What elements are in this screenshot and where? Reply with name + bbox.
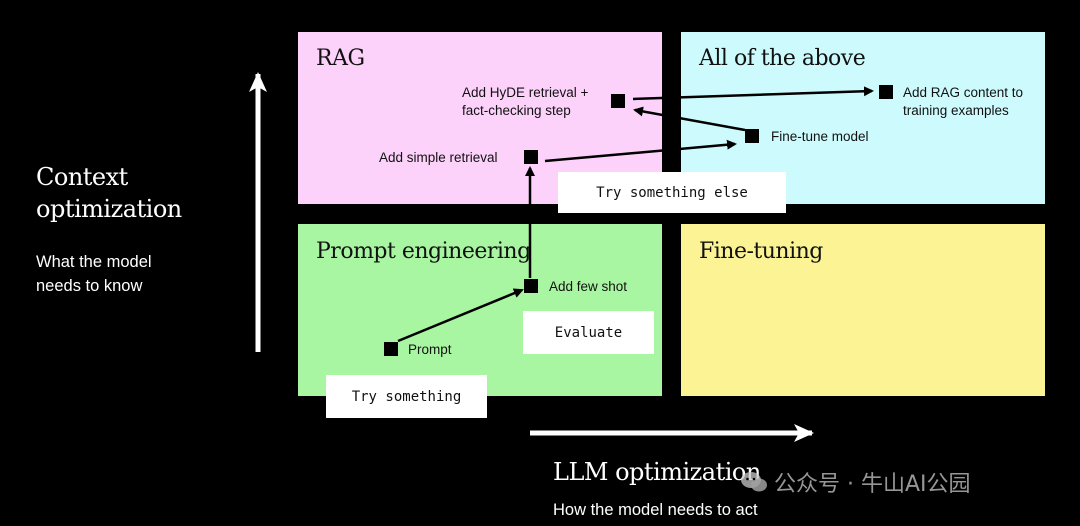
node-few-shot (524, 279, 538, 293)
y-axis-title: Context optimization (36, 161, 236, 225)
try-something-else-box: Try something else (558, 172, 786, 213)
arrow-hyde-to-rag-content (632, 86, 874, 101)
rag-content-label: Add RAG content to training examples (903, 84, 1023, 120)
rag-title: RAG (316, 46, 365, 71)
x-axis-subtitle: How the model needs to act (553, 501, 758, 519)
node-simple-retrieval (524, 150, 538, 164)
rag-content-label-line1: Add RAG content to (903, 85, 1024, 100)
few-shot-label: Add few shot (549, 279, 628, 294)
y-axis-subtitle-line2: needs to know (36, 277, 143, 295)
fine-tuning-title: Fine-tuning (699, 239, 823, 264)
watermark: 公众号 · 牛山AI公园 (740, 466, 971, 498)
x-axis-title: LLM optimization (553, 458, 761, 486)
hyde-label: Add HyDE retrieval + fact-checking step (462, 84, 588, 120)
hyde-label-line1: Add HyDE retrieval + (462, 85, 589, 100)
try-something-box: Try something (326, 375, 487, 418)
node-prompt (384, 342, 398, 356)
y-axis-subtitle: What the model needs to know (36, 250, 236, 298)
prompt-engineering-quadrant (298, 224, 662, 396)
arrow-finetune-to-hyde (633, 106, 746, 132)
node-hyde (611, 94, 625, 108)
y-axis-title-line2: optimization (36, 195, 182, 223)
simple-retrieval-label: Add simple retrieval (379, 150, 498, 165)
prompt-label: Prompt (408, 342, 452, 357)
fine-tuning-quadrant (681, 224, 1045, 396)
rag-content-label-line2: training examples (903, 103, 1009, 118)
y-axis-title-line1: Context (36, 163, 128, 191)
hyde-label-line2: fact-checking step (462, 103, 571, 118)
y-axis-subtitle-line1: What the model (36, 253, 152, 271)
evaluate-box: Evaluate (523, 311, 654, 354)
fine-tune-label: Fine-tune model (771, 129, 869, 144)
node-fine-tune (745, 129, 759, 143)
wechat-icon (741, 472, 767, 492)
arrow-simple-retrieval-to-finetune (544, 139, 737, 163)
all-of-the-above-title: All of the above (699, 46, 866, 71)
node-rag-content (879, 85, 893, 99)
prompt-engineering-title: Prompt engineering (316, 239, 531, 264)
arrow-prompt-to-fewshot (397, 288, 524, 343)
watermark-text: 公众号 · 牛山AI公园 (774, 472, 971, 497)
